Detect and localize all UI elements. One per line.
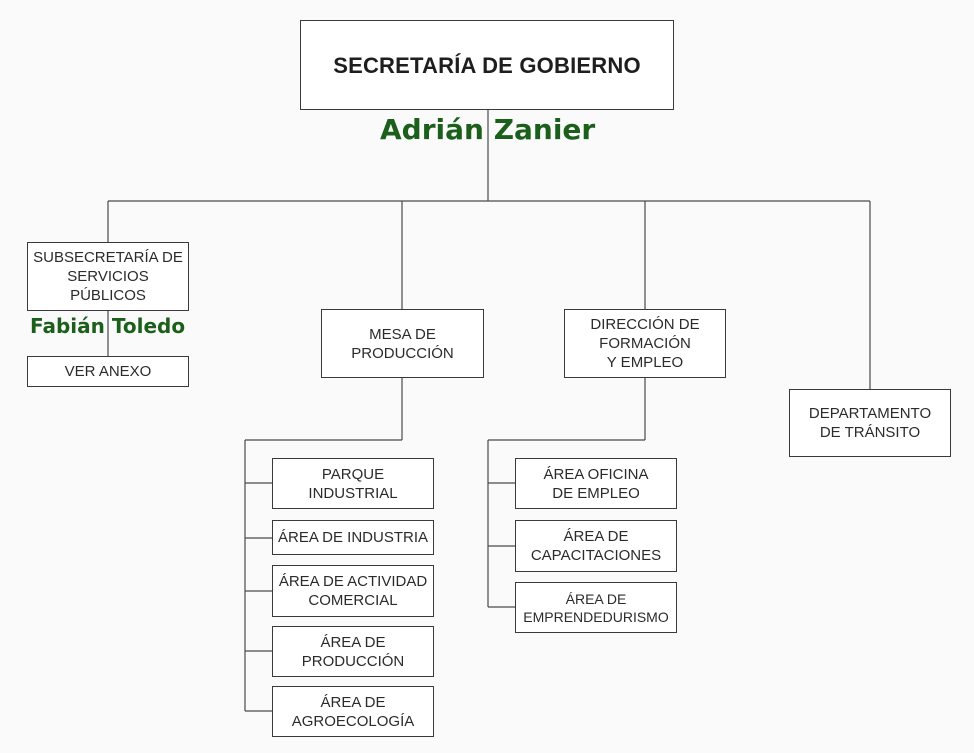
area-de-emprendedurismo-box: ÁREA DE EMPRENDEDURISMO (515, 582, 677, 633)
ver-anexo-box: VER ANEXO (27, 356, 189, 387)
area-de-capacitaciones-box: ÁREA DE CAPACITACIONES (515, 520, 677, 572)
subsecretaria-head-name: Fabián Toledo (30, 314, 186, 338)
subsecretaria-servicios-publicos-box: SUBSECRETARÍA DE SERVICIOS PÚBLICOS (27, 242, 189, 311)
direccion-formacion-empleo-box: DIRECCIÓN DE FORMACIÓN Y EMPLEO (564, 309, 726, 378)
area-de-industria-box: ÁREA DE INDUSTRIA (272, 520, 434, 555)
secretaria-head-name: Adrián Zanier (380, 113, 596, 146)
departamento-de-transito-box: DEPARTAMENTO DE TRÁNSITO (789, 389, 951, 457)
mesa-de-produccion-box: MESA DE PRODUCCIÓN (321, 309, 484, 378)
parque-industrial-box: PARQUE INDUSTRIAL (272, 458, 434, 509)
area-oficina-de-empleo-box: ÁREA OFICINA DE EMPLEO (515, 458, 677, 509)
area-de-agroecologia-box: ÁREA DE AGROECOLOGÍA (272, 686, 434, 737)
secretaria-de-gobierno-box: SECRETARÍA DE GOBIERNO (300, 20, 674, 110)
area-de-actividad-comercial-box: ÁREA DE ACTIVIDAD COMERCIAL (272, 565, 434, 617)
area-de-produccion-box: ÁREA DE PRODUCCIÓN (272, 626, 434, 677)
